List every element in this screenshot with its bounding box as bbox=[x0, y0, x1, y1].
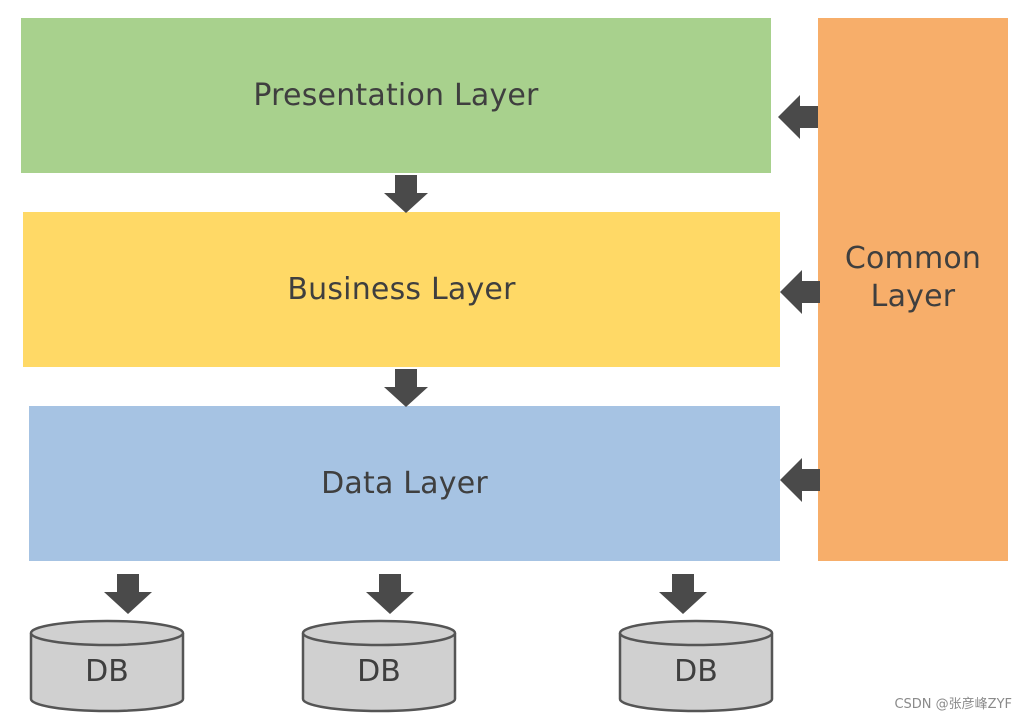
common-layer-label: Common Layer bbox=[845, 240, 981, 316]
data-layer: Data Layer bbox=[29, 406, 780, 561]
db-label-2: DB bbox=[357, 654, 401, 689]
arrow-data-to-db-3 bbox=[659, 574, 707, 614]
db-label-1: DB bbox=[85, 654, 129, 689]
business-layer-label: Business Layer bbox=[287, 272, 516, 307]
arrow-common-to-presentation bbox=[778, 95, 818, 139]
arrow-data-to-db-1 bbox=[104, 574, 152, 614]
common-layer-label-line2: Layer bbox=[870, 278, 956, 314]
presentation-layer: Presentation Layer bbox=[21, 18, 771, 173]
arrow-presentation-to-business bbox=[384, 175, 428, 213]
db-cylinder-1: DB bbox=[29, 619, 185, 713]
arrow-data-to-db-2 bbox=[366, 574, 414, 614]
db-cylinder-2: DB bbox=[301, 619, 457, 713]
arrow-common-to-data bbox=[780, 458, 820, 502]
common-layer: Common Layer bbox=[818, 18, 1008, 561]
common-layer-label-line1: Common bbox=[844, 240, 982, 276]
data-layer-label: Data Layer bbox=[321, 466, 488, 501]
db-cylinder-3: DB bbox=[618, 619, 774, 713]
business-layer: Business Layer bbox=[23, 212, 780, 367]
watermark: CSDN @张彦峰ZYF bbox=[894, 697, 1012, 712]
db-label-3: DB bbox=[674, 654, 718, 689]
presentation-layer-label: Presentation Layer bbox=[253, 78, 539, 113]
arrow-common-to-business bbox=[780, 270, 820, 314]
arrow-business-to-data bbox=[384, 369, 428, 407]
